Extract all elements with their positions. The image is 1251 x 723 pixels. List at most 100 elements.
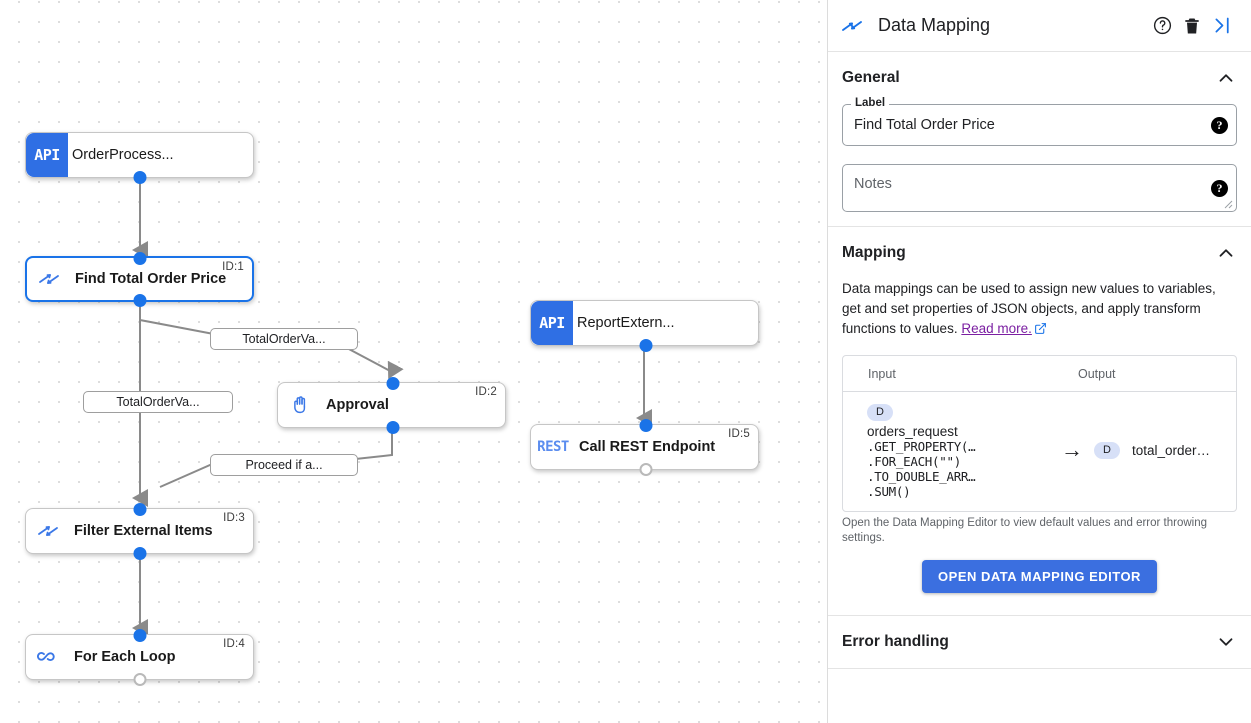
node-body: API ReportExtern... (531, 301, 758, 345)
node-handle-top[interactable] (386, 376, 400, 390)
data-mapping-icon (26, 519, 70, 543)
section-error-handling-header[interactable]: Error handling (842, 616, 1237, 668)
node-label: Find Total Order Price (75, 271, 227, 287)
label-field-legend: Label (851, 97, 890, 109)
open-data-mapping-editor-button[interactable]: OPEN DATA MAPPING EDITOR (922, 559, 1157, 593)
section-mapping: Mapping Data mappings can be used to ass… (828, 226, 1251, 615)
help-icon[interactable] (1147, 11, 1177, 41)
api-badge: API (531, 301, 573, 345)
node-label: For Each Loop (74, 649, 176, 665)
node-handle-top[interactable] (133, 628, 146, 642)
edge-label-totalordervalue-2[interactable]: TotalOrderVa... (83, 391, 233, 413)
column-header-output: Output (1078, 366, 1116, 381)
chevron-down-icon[interactable] (1215, 631, 1237, 653)
api-badge: API (26, 133, 68, 177)
collapse-panel-icon[interactable] (1207, 11, 1237, 41)
node-body: Filter External Items (26, 509, 253, 553)
node-id-label: ID:4 (223, 638, 245, 650)
input-function-2: .FOR_EACH("") (867, 453, 961, 469)
node-filter-external-items[interactable]: Filter External Items ID:3 (25, 502, 254, 560)
chevron-up-icon[interactable] (1215, 67, 1237, 89)
node-handle-bottom[interactable] (386, 420, 400, 434)
mapping-actions: OPEN DATA MAPPING EDITOR (842, 559, 1237, 615)
loop-icon (26, 644, 70, 670)
label-field-help-icon[interactable]: ? (1211, 116, 1228, 134)
mapping-arrow-icon: → (1061, 437, 1083, 463)
node-label: OrderProcess... (72, 147, 174, 163)
node-handle-top[interactable] (133, 502, 146, 516)
mapping-note: Open the Data Mapping Editor to view def… (842, 516, 1208, 544)
flow-canvas[interactable]: API OrderProcess... Find Total Order Pri… (0, 0, 828, 723)
edge-label-proceed-if[interactable]: Proceed if a... (210, 454, 358, 476)
node-body: Approval (278, 383, 505, 427)
node-body: For Each Loop (26, 635, 253, 679)
node-body: API OrderProcess... (26, 133, 253, 177)
flow-edges (132, 178, 652, 637)
input-variable-name: orders_request (867, 423, 958, 439)
node-label: Filter External Items (74, 523, 213, 539)
delete-icon[interactable] (1177, 11, 1207, 41)
notes-field-help-icon[interactable]: ? (1211, 180, 1228, 197)
data-mapping-icon (840, 14, 874, 38)
output-variable-name: total_order… (1132, 442, 1211, 458)
node-orderprocess[interactable]: API OrderProcess... (25, 132, 254, 184)
label-field[interactable]: Label Find Total Order Price ? (842, 97, 1237, 146)
panel-header: Data Mapping (828, 0, 1251, 52)
input-function-4: .SUM() (867, 483, 911, 499)
section-error-handling-title: Error handling (842, 632, 949, 650)
section-general-title: General (842, 69, 900, 86)
rest-badge: REST (537, 439, 569, 455)
node-handle-top[interactable] (133, 251, 146, 265)
node-id-label: ID:5 (728, 428, 750, 440)
input-type-chip: D (867, 403, 893, 421)
node-handle-bottom[interactable] (639, 338, 653, 352)
resize-handle[interactable] (1223, 199, 1233, 209)
node-reportextern[interactable]: API ReportExtern... (530, 300, 759, 352)
node-id-label: ID:3 (223, 512, 245, 524)
node-body: REST Call REST Endpoint (531, 425, 758, 469)
section-mapping-title: Mapping (842, 244, 906, 261)
node-handle-bottom[interactable] (639, 462, 653, 476)
node-handle-bottom[interactable] (133, 546, 146, 560)
input-function-1: .GET_PROPERTY(… (867, 438, 976, 454)
node-id-label: ID:1 (222, 261, 244, 273)
read-more-link[interactable]: Read more. (961, 321, 1032, 336)
mapping-input-cell: D orders_request .GET_PROPERTY(… .FOR_EA… (843, 402, 1050, 499)
edge-label-totalordervalue-1[interactable]: TotalOrderVa... (210, 328, 358, 350)
node-body: Find Total Order Price (27, 258, 252, 300)
node-label: Call REST Endpoint (579, 439, 716, 455)
mapping-description-text: Data mappings can be used to assign new … (842, 281, 1216, 336)
node-label: Approval (326, 397, 389, 413)
notes-field-placeholder: Notes (854, 176, 892, 192)
node-handle-bottom[interactable] (133, 293, 146, 307)
section-error-handling: Error handling (828, 614, 1251, 668)
notes-field[interactable]: Notes ? (842, 164, 1237, 212)
chevron-up-icon[interactable] (1215, 242, 1237, 264)
data-mapping-icon (27, 267, 71, 291)
section-mapping-header[interactable]: Mapping (842, 227, 1237, 279)
hand-icon (278, 394, 322, 416)
mapping-description: Data mappings can be used to assign new … (842, 279, 1237, 341)
node-find-total-order-price[interactable]: Find Total Order Price ID:1 (25, 251, 254, 307)
section-general: General Label Find Total Order Price ? N… (828, 52, 1251, 226)
node-for-each-loop[interactable]: For Each Loop ID:4 (25, 628, 254, 686)
properties-panel: Data Mapping Gener (828, 0, 1251, 723)
node-handle-bottom[interactable] (133, 672, 146, 686)
node-id-label: ID:2 (475, 386, 497, 398)
node-handle-top[interactable] (639, 418, 653, 432)
mapping-table-header: Input Output (843, 356, 1236, 392)
section-general-header[interactable]: General (842, 52, 1237, 104)
node-approval[interactable]: Approval ID:2 (277, 376, 506, 434)
label-field-value: Find Total Order Price (854, 117, 995, 133)
node-call-rest-endpoint[interactable]: REST Call REST Endpoint ID:5 (530, 418, 759, 476)
panel-title: Data Mapping (878, 15, 991, 35)
node-handle-bottom[interactable] (133, 170, 146, 184)
mapping-table-row[interactable]: D orders_request .GET_PROPERTY(… .FOR_EA… (843, 392, 1236, 511)
panel-bottom-divider (828, 667, 1251, 669)
node-label: ReportExtern... (577, 315, 675, 331)
external-link-icon[interactable] (1034, 321, 1047, 341)
column-header-input: Input (868, 366, 896, 381)
mapping-table: Input Output D orders_request .GET_PROPE… (842, 355, 1237, 512)
mapping-output-cell: D total_order… (1094, 441, 1236, 459)
output-type-chip: D (1094, 441, 1120, 459)
